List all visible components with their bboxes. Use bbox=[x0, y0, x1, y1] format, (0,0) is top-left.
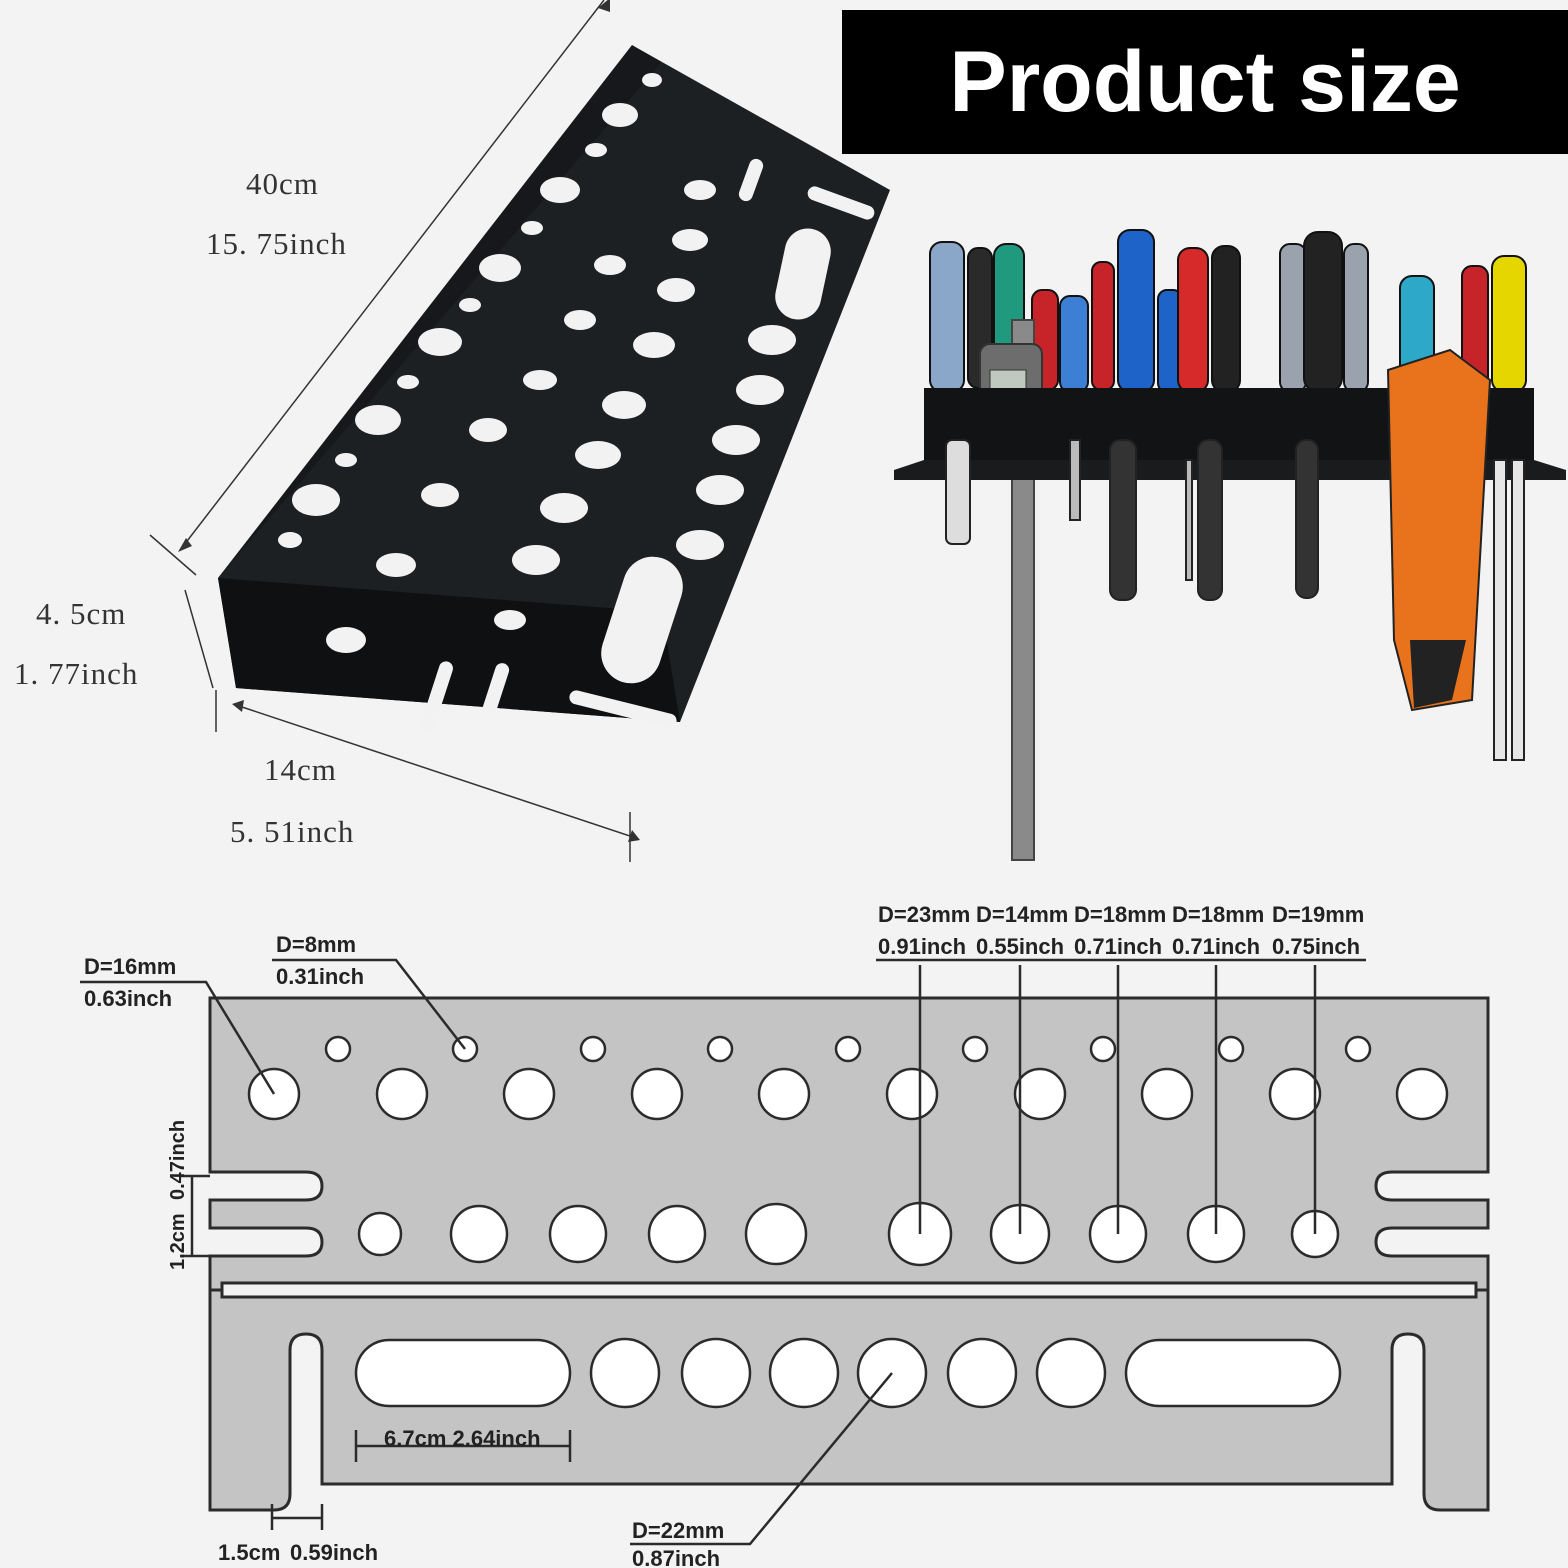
hole-d18b-label: D=18mm 0.71inch bbox=[1172, 902, 1264, 959]
svg-text:D=18mm: D=18mm bbox=[1172, 902, 1264, 927]
svg-text:D=23mm: D=23mm bbox=[878, 902, 970, 927]
svg-text:D=19mm: D=19mm bbox=[1272, 902, 1364, 927]
svg-text:D=16mm: D=16mm bbox=[84, 954, 176, 979]
notch-inch-label: 0.59inch bbox=[290, 1540, 378, 1565]
svg-text:0.87inch: 0.87inch bbox=[632, 1546, 720, 1568]
hole-d23-label: D=23mm 0.91inch bbox=[878, 902, 970, 959]
hole-d19-label: D=19mm 0.75inch bbox=[1272, 902, 1364, 959]
svg-text:0.91inch: 0.91inch bbox=[878, 934, 966, 959]
tools-mounted-photo bbox=[894, 229, 1566, 861]
svg-text:0.75inch: 0.75inch bbox=[1272, 934, 1360, 959]
depth-cm-label: 14cm bbox=[264, 752, 337, 787]
product-size-banner: Product size bbox=[842, 10, 1568, 154]
hole-d16-label: D=16mm 0.63inch bbox=[84, 954, 176, 1011]
depth-inch-label: 5. 51inch bbox=[230, 814, 354, 849]
svg-text:D=18mm: D=18mm bbox=[1074, 902, 1166, 927]
svg-text:0.71inch: 0.71inch bbox=[1074, 934, 1162, 959]
hole-d8-label: D=8mm 0.31inch bbox=[276, 932, 364, 989]
long-slot-label: 6.7cm 2.64inch bbox=[384, 1426, 541, 1451]
hole-d22-label: D=22mm 0.87inch bbox=[632, 1518, 724, 1568]
slot-width-inch-label: 0.47inch bbox=[167, 1120, 189, 1200]
length-inch-label: 15. 75inch bbox=[206, 226, 347, 261]
svg-text:0.55inch: 0.55inch bbox=[976, 934, 1064, 959]
hole-d18a-label: D=18mm 0.71inch bbox=[1074, 902, 1166, 959]
rack-3d-illustration bbox=[149, 0, 890, 862]
height-cm-label: 4. 5cm bbox=[36, 596, 126, 631]
flat-pattern-drawing bbox=[80, 958, 1490, 1546]
svg-text:D=22mm: D=22mm bbox=[632, 1518, 724, 1543]
length-cm-label: 40cm bbox=[246, 166, 319, 201]
svg-text:D=8mm: D=8mm bbox=[276, 932, 356, 957]
slot-width-cm-label: 1.2cm bbox=[167, 1213, 189, 1270]
svg-text:0.71inch: 0.71inch bbox=[1172, 934, 1260, 959]
svg-text:D=14mm: D=14mm bbox=[976, 902, 1068, 927]
svg-text:0.63inch: 0.63inch bbox=[84, 986, 172, 1011]
hole-d14-label: D=14mm 0.55inch bbox=[976, 902, 1068, 959]
height-inch-label: 1. 77inch bbox=[14, 656, 138, 691]
svg-text:0.31inch: 0.31inch bbox=[276, 964, 364, 989]
notch-cm-label: 1.5cm bbox=[218, 1540, 280, 1565]
banner-title: Product size bbox=[949, 33, 1461, 130]
